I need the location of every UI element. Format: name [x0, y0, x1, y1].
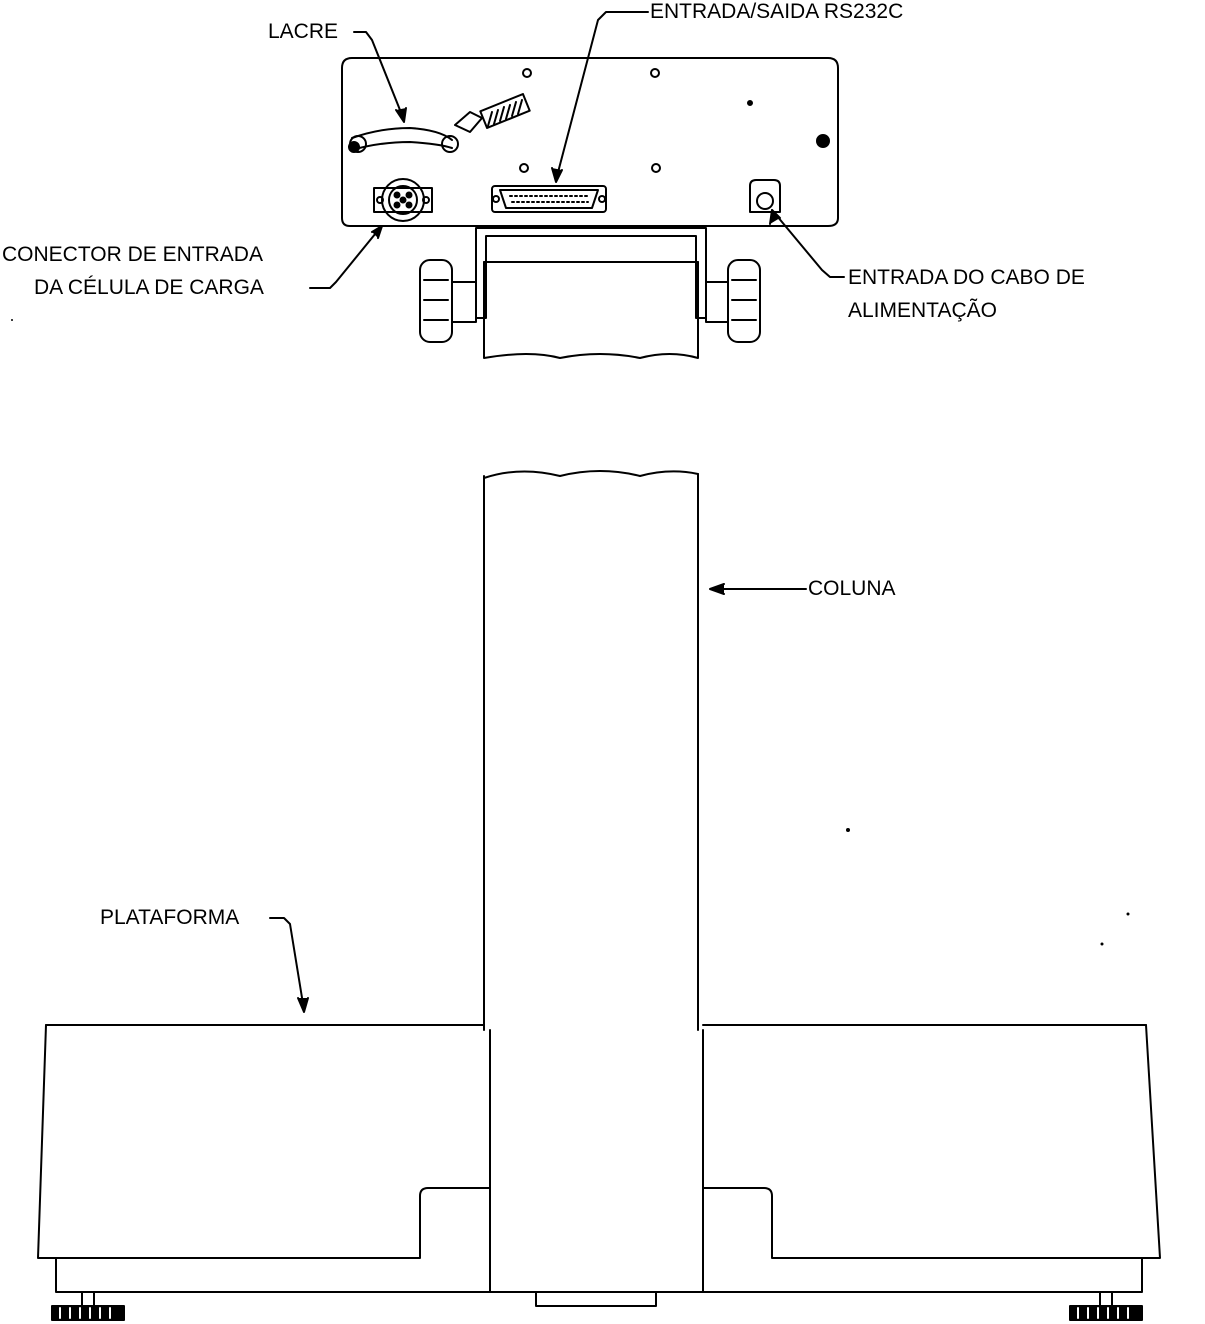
left-knob [419, 259, 477, 343]
seal-wire [349, 93, 531, 153]
leader-plataforma [269, 917, 309, 1013]
leader-cabo [769, 209, 845, 278]
label-entrada-saida: ENTRADA/SAIDA RS232C [650, 0, 904, 23]
label-coluna: COLUNA [808, 577, 896, 600]
leader-rs232 [551, 11, 649, 183]
label-conector-line2: DA CÉLULA DE CARGA [34, 276, 264, 299]
leader-lacre [353, 31, 407, 123]
label-cabo-line1: ENTRADA DO CABO DE [848, 266, 1085, 289]
rs232-connector [491, 185, 607, 213]
indicator-rear-panel [341, 57, 839, 227]
power-cable-input [749, 179, 781, 213]
column [483, 470, 704, 1293]
label-plataforma: PLATAFORMA [100, 906, 240, 929]
label-lacre: LACRE [268, 20, 339, 43]
leader-conector [309, 225, 383, 289]
right-knob [705, 259, 761, 343]
label-conector-line1: CONECTOR DE ENTRADA [2, 243, 263, 266]
load-cell-connector [373, 178, 433, 222]
indicator-bracket [475, 227, 707, 359]
left-foot [51, 1291, 125, 1321]
scan-specks [11, 319, 1130, 946]
label-cabo-line2: ALIMENTAÇÃO [848, 299, 997, 322]
leader-coluna [709, 583, 807, 595]
platform [37, 1024, 1161, 1307]
right-foot [1069, 1291, 1143, 1321]
